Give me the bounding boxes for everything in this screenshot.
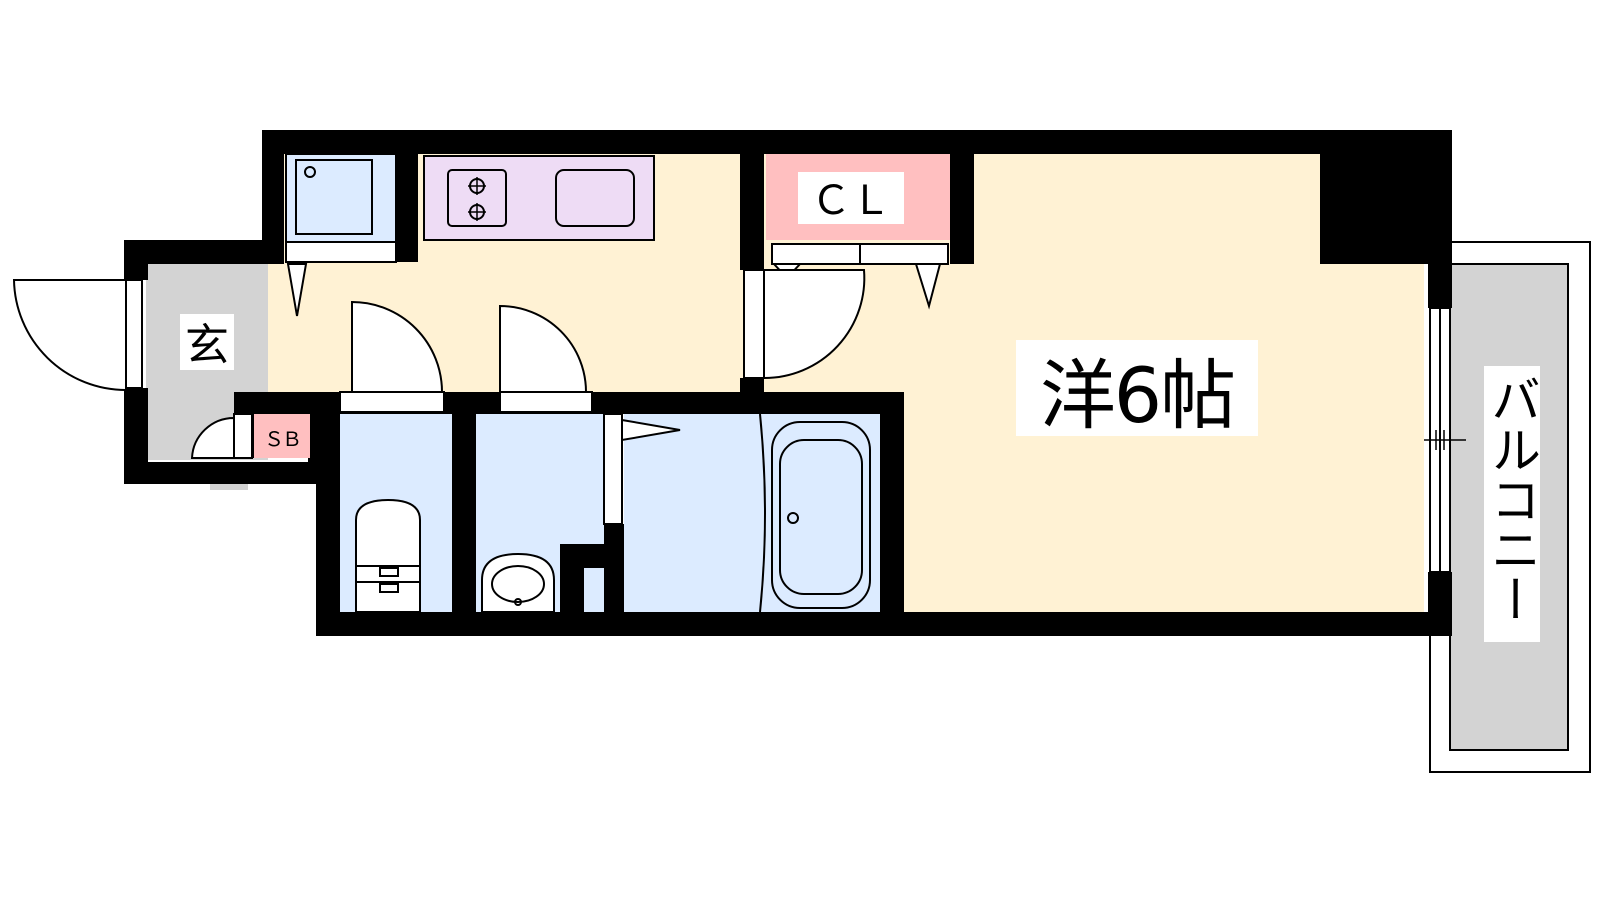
- wall-right-upper: [1428, 152, 1452, 308]
- sb-door-swing: [190, 416, 235, 459]
- bathtub: [771, 421, 871, 609]
- stove: [447, 169, 507, 227]
- sb-door-jamb: [233, 413, 253, 459]
- shelf-washer: [285, 241, 397, 263]
- door-arrow-icon: [286, 263, 308, 317]
- washroom-door-leaf: [499, 391, 593, 413]
- kitchen-sink: [555, 169, 635, 227]
- toilet-lever: [379, 567, 399, 577]
- doors: [12, 269, 1466, 573]
- toilet-door-leaf: [339, 391, 445, 413]
- wall-wash-pillar: [560, 544, 584, 614]
- walls: [124, 130, 1452, 636]
- wall-bottom: [316, 612, 1452, 636]
- wall-bath-right: [880, 392, 904, 614]
- kitchen-counter: [423, 155, 655, 241]
- washing-machine-drain: [304, 166, 316, 178]
- wall-wash-bath: [604, 524, 624, 614]
- wall-partition-lower: [740, 378, 764, 394]
- shoe-box-label: ＳＢ: [264, 427, 300, 451]
- genkan-label: 玄: [185, 320, 229, 371]
- fixtures: [210, 153, 950, 613]
- room-door-jamb: [743, 269, 765, 379]
- basin-drain: [514, 598, 522, 606]
- bathtub-drain: [787, 512, 799, 524]
- bath-door-jamb: [603, 413, 623, 525]
- wall-genkan-top: [124, 240, 284, 264]
- wall-sb-right: [308, 392, 328, 484]
- shelf-closet-right: [859, 243, 949, 265]
- wall-kitchen-left: [262, 130, 284, 242]
- washroom-door-swing: [499, 304, 588, 393]
- genkan-step: [210, 484, 248, 490]
- toilet-bowl: [355, 498, 421, 567]
- washing-machine-space: [285, 153, 397, 243]
- wall-closet-right: [950, 152, 974, 264]
- bath-curtain-line: [759, 413, 766, 613]
- toilet-lever: [379, 583, 399, 593]
- shoe-box: [254, 414, 310, 458]
- wall-toilet-wash: [452, 412, 476, 614]
- bathtub-inner: [779, 439, 863, 595]
- door-arrow-icon: [914, 263, 942, 310]
- shelf-closet-left: [771, 243, 861, 265]
- wall-partition-upper: [740, 152, 764, 270]
- wall-fridge-divider: [396, 152, 418, 262]
- western-room-label: 洋6帖: [1040, 351, 1234, 440]
- basin-bowl: [491, 565, 545, 603]
- wall-top: [262, 130, 1452, 154]
- entrance-door-jamb: [125, 279, 143, 389]
- closet-label: ＣＬ: [811, 178, 891, 224]
- toilet-door-swing: [351, 300, 444, 393]
- balcony-label: バルコニー: [1483, 374, 1541, 624]
- room-door-swing: [763, 269, 866, 380]
- wall-genkan-left-upper: [124, 240, 148, 280]
- entrance-door-swing: [12, 279, 127, 392]
- wall-genkan-bottom: [124, 462, 320, 484]
- washing-machine-pan: [295, 159, 373, 235]
- labels: 玄 ＳＢ ＣＬ 洋6帖 バルコニー: [180, 172, 1541, 642]
- bath-door-arrow-icon: [621, 418, 681, 442]
